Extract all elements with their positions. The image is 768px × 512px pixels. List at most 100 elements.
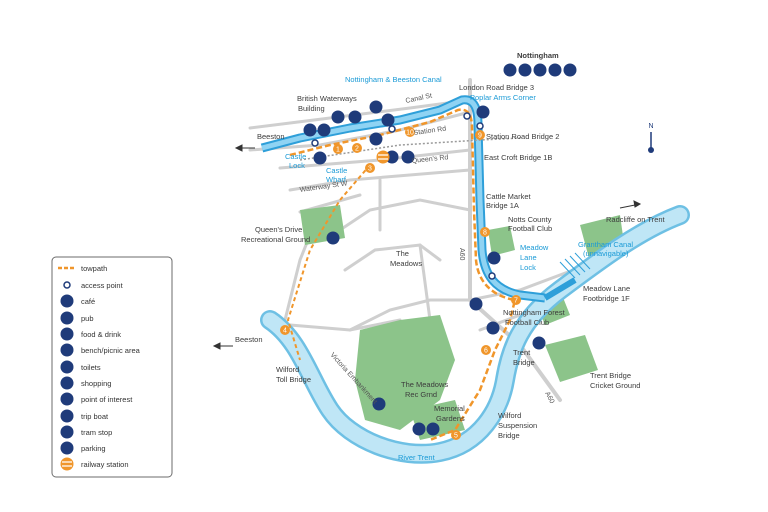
bench-icon[interactable] [412,422,426,436]
svg-text:1: 1 [336,147,340,154]
route-marker[interactable]: 9 [475,130,485,140]
svg-text:9: 9 [478,133,482,140]
route-marker[interactable]: 7 [511,295,521,305]
food-drink-icon[interactable] [348,110,362,124]
legend-item: access point [63,281,124,290]
toilets-icon[interactable] [426,422,440,436]
pub-glass-icon[interactable] [487,251,501,265]
label-bw-building-1: British Waterways [297,94,357,103]
label-cricket-1: Trent Bridge [590,371,631,380]
route-marker[interactable]: 2 [352,143,362,153]
tram-icon[interactable] [401,150,415,164]
notts-county-park [488,226,515,256]
label-bw-building-2: Building [298,104,325,113]
tram-icon[interactable] [326,231,340,245]
cafe-cup-icon[interactable] [469,297,483,311]
bench-icon[interactable] [372,397,386,411]
svg-text:access point: access point [81,281,124,290]
label-a60-upper: A60 [458,248,465,261]
toilets-icon[interactable] [533,63,547,77]
trip-boat-icon[interactable] [476,105,490,119]
railway-line [299,137,521,161]
towpath [289,108,517,442]
towpath-west [286,164,371,361]
label-cattle-market-2: Bridge 1A [486,201,519,210]
rail-icon[interactable] [376,150,390,164]
label-wilford-toll-2: Toll Bridge [276,375,311,384]
label-castle-wharf-1: Castle [326,166,347,175]
route-marker[interactable]: 8 [480,227,490,237]
access-point-circle[interactable] [488,272,496,280]
legend-item: towpath [58,264,107,273]
toilets-icon[interactable] [385,150,399,164]
access-point-circle[interactable] [476,122,484,130]
cafe-cup-icon[interactable] [503,63,517,77]
route-marker[interactable]: 3 [365,163,375,173]
label-radcliffe: Radcliffe on Trent [606,215,666,224]
route-marker[interactable]: 4 [280,325,290,335]
label-wilford-toll-1: Wilford [276,365,299,374]
star-icon[interactable] [317,123,331,137]
car-icon[interactable] [381,113,395,127]
label-river-trent: River Trent [398,453,436,462]
label-memorial-1: Memorial [434,404,465,413]
svg-text:5: 5 [454,433,458,440]
label-meadows-rec-2: Rec Grnd [405,390,437,399]
cafe-cup-icon[interactable] [518,63,532,77]
svg-text:4: 4 [283,328,287,335]
label-meadow-lane-fb-1: Meadow Lane [583,284,630,293]
legend-item: shopping [60,376,111,390]
label-cattle-market-1: Cattle Market [486,192,532,201]
label-queens-drive-2: Recreational Ground [241,235,310,244]
shopping-bag-icon[interactable] [548,63,562,77]
food-drink-icon[interactable] [369,132,383,146]
label-meadows-rec-1: The Meadows [401,380,448,389]
label-cricket-2: Cricket Ground [590,381,640,390]
label-station-rd: Station Rd [413,125,446,136]
label-east-croft-bridge: East Croft Bridge 1B [484,153,552,162]
svg-text:café: café [81,297,95,306]
label-castle-wharf-2: Wharf [326,175,347,184]
label-meadow-lane-lock-3: Lock [520,263,536,272]
label-notts-county-1: Notts County [508,215,552,224]
label-beeston-left: Beeston [235,335,263,344]
pub-glass-icon[interactable] [331,110,345,124]
route-marker[interactable]: 5 [451,430,461,440]
route-marker[interactable]: 1 [333,144,343,154]
label-meadows-2: Meadows [390,259,422,268]
label-meadow-lane-lock-2: Lane [520,253,537,262]
food-drink-icon[interactable] [532,336,546,350]
svg-text:7: 7 [514,298,518,305]
car-icon[interactable] [563,63,577,77]
access-point-circle[interactable] [463,112,471,120]
trip-boat-icon[interactable] [369,100,383,114]
svg-text:6: 6 [484,348,488,355]
trip-boat-icon[interactable] [486,321,500,335]
facility-icons [303,63,577,436]
label-queens-rd: Queen's Rd [411,154,448,165]
label-trent-bridge-1: Trent [513,348,531,357]
legend-item: trip boat [60,409,109,423]
access-points [311,112,496,280]
route-marker[interactable]: 6 [481,345,491,355]
label-station-road-bridge: Station Road Bridge 2 [486,132,559,141]
svg-text:parking: parking [81,444,106,453]
route-marker[interactable]: 10 [405,127,415,137]
label-wilford-susp-2: Suspension [498,421,537,430]
label-castle-lock-2: Lock [289,161,305,170]
label-wilford-susp-3: Bridge [498,431,520,440]
grantham-hatch [559,252,591,279]
legend-item: railway station [60,457,129,471]
svg-text:3: 3 [368,166,372,173]
label-canal-st: Canal St [405,93,433,105]
access-point-circle[interactable] [388,125,396,133]
cricket-ground-park [545,335,598,382]
access-point-circle[interactable] [311,139,319,147]
legend-item: toilets [60,360,101,374]
cafe-cup-icon[interactable] [303,123,317,137]
label-wilford-susp-1: Wilford [498,411,521,420]
bench-icon[interactable] [313,151,327,165]
label-grantham-2: (unnavigable) [583,249,629,258]
label-forest-2: Football Club [505,318,549,327]
label-grantham-1: Grantham Canal [578,240,633,249]
